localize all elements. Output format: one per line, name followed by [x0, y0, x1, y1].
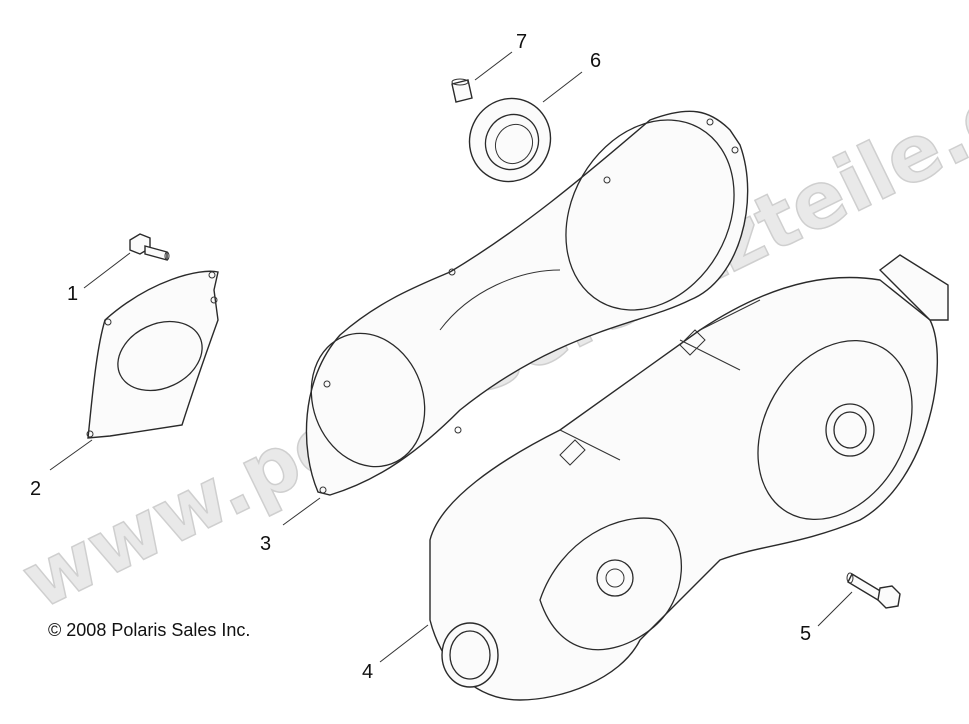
callout-7: 7 — [516, 31, 527, 53]
part-7-dowel-pin — [451, 78, 473, 103]
copyright-notice: © 2008 Polaris Sales Inc. — [48, 620, 250, 641]
callout-1: 1 — [67, 283, 78, 305]
part-6-oil-seal — [468, 97, 552, 183]
part-1-bolt — [129, 233, 170, 261]
callout-2: 2 — [30, 478, 41, 500]
part-3-gasket — [305, 110, 749, 496]
callout-3: 3 — [260, 533, 271, 555]
copyright-text: 2008 Polaris Sales Inc. — [66, 620, 251, 640]
callout-4: 4 — [362, 661, 373, 683]
leader-lines — [49, 51, 853, 663]
callout-5: 5 — [800, 623, 811, 645]
callout-6: 6 — [590, 50, 601, 72]
part-5-bolt — [846, 572, 901, 609]
copyright-symbol: © — [48, 620, 62, 640]
part-4-clutch-cover — [429, 254, 949, 701]
part-2-shield-plate — [86, 270, 219, 439]
